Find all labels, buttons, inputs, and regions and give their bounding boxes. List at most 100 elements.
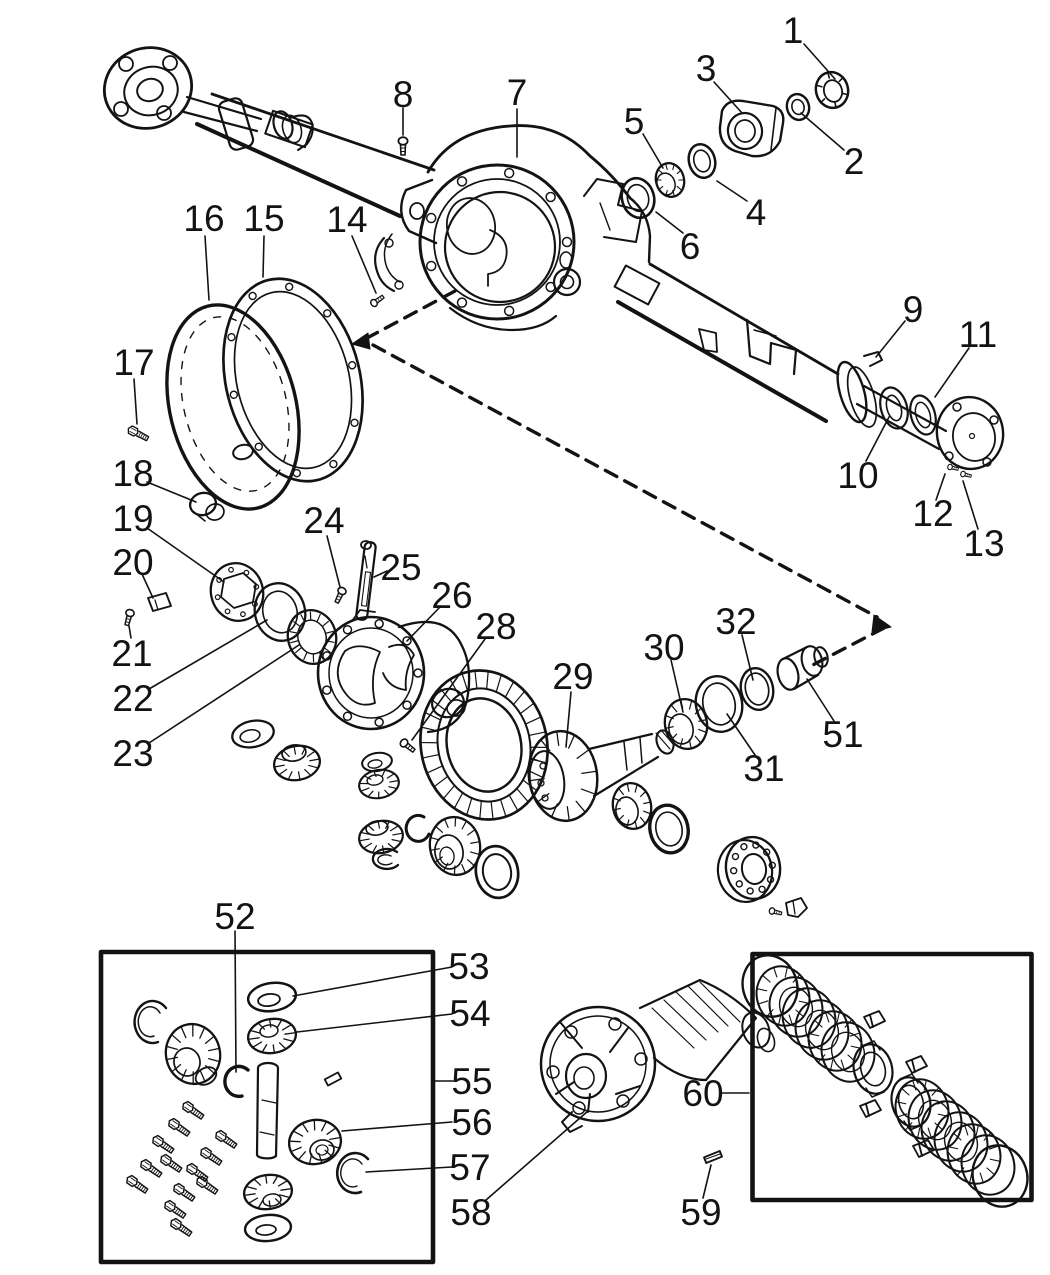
callout-leader: [962, 480, 979, 530]
callout-23: 23: [112, 644, 300, 774]
callout-32: 32: [715, 601, 757, 681]
callout-number: 21: [111, 633, 152, 674]
callout-number: 52: [214, 896, 255, 937]
screw-24: [332, 585, 349, 605]
callout-number: 17: [113, 342, 154, 383]
callout-leader: [148, 644, 300, 744]
callout-leader: [934, 347, 970, 398]
pinion-front-seal-6: [620, 176, 656, 220]
pinion-yoke-3: [718, 99, 785, 158]
callout-leader: [341, 1121, 453, 1132]
callout-leader: [351, 235, 377, 294]
callout-number: 28: [475, 606, 516, 647]
callout-number: 25: [380, 547, 421, 588]
tone-ring: [716, 835, 782, 904]
callout-2: 2: [800, 112, 865, 182]
callout-59: 59: [680, 1164, 722, 1233]
callout-leader: [865, 416, 890, 462]
callout-number: 4: [746, 192, 767, 233]
axle-housing: [195, 92, 840, 423]
callout-56: 56: [341, 1102, 493, 1143]
box1-cross-shaft: [255, 1061, 280, 1160]
callout-number: 54: [449, 993, 490, 1034]
oring-32: [739, 666, 775, 712]
callout-number: 16: [183, 198, 224, 239]
callout-number: 51: [822, 714, 863, 755]
callout-19: 19: [112, 498, 225, 583]
box1-washer-top: [246, 981, 298, 1013]
callout-1: 1: [783, 10, 836, 80]
callout-4: 4: [716, 180, 767, 233]
callout-5: 5: [624, 101, 664, 169]
callout-21: 21: [111, 625, 153, 674]
callout-22: 22: [112, 619, 268, 719]
callout-11: 11: [934, 314, 997, 398]
box1-roll-pin: [323, 1071, 343, 1087]
side-gear: [428, 815, 482, 877]
callout-13: 13: [962, 480, 1005, 564]
callout-number: 13: [963, 523, 1004, 564]
callout-51: 51: [806, 678, 864, 755]
callout-14: 14: [326, 199, 377, 294]
bevel-gear-lower: [358, 819, 404, 855]
diff-bearing-19: [209, 562, 265, 622]
diagram-artwork: 1234567891011121314151617181920212223242…: [98, 10, 1034, 1265]
callout-leader: [296, 1013, 453, 1033]
ring-gear: [419, 669, 549, 821]
spider-gear-upper: [273, 744, 321, 782]
callout-28: 28: [411, 606, 517, 741]
drive-pinion-29: [527, 729, 675, 823]
callout-leader: [141, 573, 154, 599]
callout-number: 14: [326, 199, 367, 240]
callout-3: 3: [696, 48, 743, 114]
callout-leader: [234, 930, 237, 1073]
callout-7: 7: [507, 72, 528, 158]
roll-pin-59: [703, 1150, 723, 1164]
vent-clip-14: [368, 233, 404, 309]
callout-55: 55: [433, 1061, 493, 1102]
callout-number: 53: [448, 946, 489, 987]
callout-leader: [806, 678, 835, 722]
spider-washer: [231, 719, 275, 749]
callout-leader: [565, 691, 572, 748]
callout-number: 8: [393, 74, 414, 115]
callout-leader: [642, 133, 664, 169]
diff-cover-16: [165, 303, 301, 511]
c-clip-small: [404, 813, 431, 843]
callout-number: 29: [552, 656, 593, 697]
callout-leader: [373, 570, 388, 578]
projection-arrow-icon: [871, 614, 892, 633]
box1-c-clip-52: [223, 1064, 250, 1099]
callout-leader: [935, 473, 946, 501]
oil-slinger: [648, 803, 690, 855]
callout-leader: [800, 112, 845, 151]
cover-bolt-8: [397, 136, 409, 156]
callout-number: 2: [844, 141, 865, 182]
pinion-nut-1: [814, 70, 850, 110]
callout-leader: [262, 235, 265, 278]
callout-leader: [128, 625, 132, 639]
callout-26: 26: [406, 575, 473, 642]
shim-20: [147, 592, 172, 612]
callout-leader: [716, 180, 748, 202]
callout-leader: [726, 713, 756, 756]
cover-bolt-17: [125, 424, 151, 444]
spider-gear-kit-box: [98, 949, 436, 1265]
callout-18: 18: [112, 453, 197, 503]
callout-leader: [133, 378, 138, 425]
callout-number: 19: [112, 498, 153, 539]
callout-15: 15: [243, 198, 285, 278]
bracket-clip: [767, 897, 808, 918]
box1-pinion-gear-bottom: [242, 1173, 294, 1211]
callout-24: 24: [303, 500, 345, 588]
box1-pinion-gear-top: [246, 1017, 298, 1055]
callout-number: 60: [682, 1073, 723, 1114]
callout-number: 7: [507, 72, 528, 113]
callout-leader: [713, 81, 743, 114]
clutch-pack-kit-box: [750, 951, 1034, 1203]
callout-number: 32: [715, 601, 756, 642]
c-washer: [371, 847, 400, 871]
clutch-pack-upper: [741, 954, 876, 1083]
pinion-washer-2: [785, 92, 811, 122]
